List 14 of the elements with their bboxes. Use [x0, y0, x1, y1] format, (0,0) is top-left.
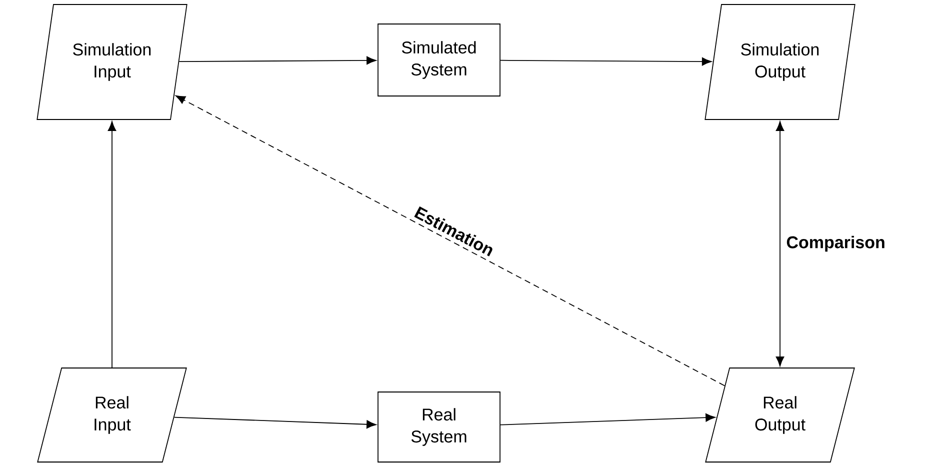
process-box: Simulated System — [378, 24, 500, 96]
arrow — [178, 56, 376, 65]
dashed-arrow — [176, 95, 726, 386]
input-output-parallelogram: Simulation Output — [704, 4, 856, 120]
input-output-parallelogram: Real Output — [705, 368, 855, 462]
double-arrow — [776, 121, 784, 366]
arrow — [500, 57, 712, 66]
input-output-parallelogram: Simulation Input — [36, 4, 188, 120]
arrow — [108, 121, 116, 368]
edge-label: Comparison — [784, 234, 888, 254]
process-box: Real System — [378, 392, 500, 462]
arrow — [174, 416, 376, 428]
input-output-parallelogram: Real Input — [37, 368, 187, 462]
arrow — [500, 413, 716, 426]
